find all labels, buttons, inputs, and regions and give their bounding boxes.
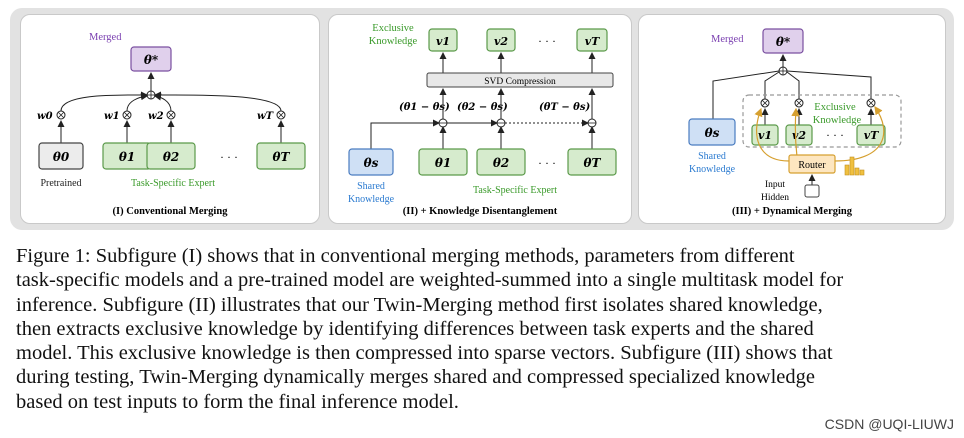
- expert-node-1: θ1: [435, 156, 451, 170]
- expert-node-T-box: [256, 142, 306, 170]
- shared-node-box: [348, 148, 394, 176]
- bar-chart-icon: [844, 156, 865, 176]
- expert-group-label: Task-Specific Expert: [131, 178, 215, 189]
- difference-T: (θT − θs): [539, 102, 590, 113]
- shared-node: θs: [705, 126, 720, 140]
- expert-node-T-box: [567, 148, 617, 176]
- panel3-diagram: Merged θ* θs Shared Knowledge Exclusive …: [688, 28, 902, 217]
- exclusive-label-line1: Exclusive: [814, 102, 856, 113]
- figure-caption: Figure 1: Subfigure (I) shows that in co…: [16, 244, 948, 414]
- merged-node: θ*: [144, 53, 159, 67]
- vector-T-box: [576, 28, 608, 52]
- vector-2: v2: [792, 129, 806, 142]
- shared-label-line1: Shared: [698, 151, 726, 162]
- caption-line: Figure 1: Subfigure (I) shows that in co…: [16, 245, 795, 267]
- watermark: CSDN @UQI-LIUWJ: [822, 416, 956, 432]
- merged-label: Merged: [711, 34, 744, 45]
- panel-title: (I) Conventional Merging: [113, 206, 229, 217]
- expert-node-1: θ1: [119, 150, 135, 164]
- vector-1: v1: [758, 129, 772, 142]
- minus-node-1-icon: [438, 118, 448, 128]
- shared-node: θs: [364, 156, 379, 170]
- merged-node-box: [762, 28, 804, 54]
- weight-wT-icon: [276, 110, 286, 120]
- minus-node-T-icon: [587, 118, 597, 128]
- input-label-line2: Hidden: [761, 193, 789, 203]
- ellipsis: · · ·: [220, 150, 238, 164]
- panel-conventional-merging: Merged θ*: [20, 14, 320, 224]
- weight-w1-icon: [122, 110, 132, 120]
- expert-group-label: Task-Specific Expert: [473, 185, 557, 196]
- expert-node-2: θ2: [163, 150, 179, 164]
- vector-T: vT: [585, 35, 600, 48]
- figure-frame: Merged θ*: [10, 8, 954, 230]
- exclusive-group-box: [742, 94, 902, 148]
- shared-node-box: [688, 118, 736, 146]
- expert-node-T: θT: [273, 150, 291, 164]
- caption-line: during testing, Twin-Merging dynamically…: [16, 366, 815, 389]
- panel1-diagram: Merged θ*: [37, 32, 306, 217]
- vector-2-box: [785, 124, 813, 146]
- exclusive-label-line2: Knowledge: [369, 36, 418, 47]
- pretrained-node: θ0: [53, 150, 70, 164]
- panel2-diagram: Exclusive Knowledge v1 v2 · · · vT SVD C…: [348, 23, 617, 217]
- weight-label-w1: w1: [104, 111, 120, 122]
- sum-node-icon: [778, 66, 788, 76]
- svd-compression-box: [426, 72, 614, 88]
- caption-line: based on test inputs to form the final i…: [16, 390, 459, 413]
- expert-node-2: θ2: [493, 156, 509, 170]
- minus-node-2-icon: [496, 118, 506, 128]
- vector-T-box: [856, 124, 886, 146]
- caption-line: then extracts exclusive knowledge by ide…: [16, 317, 814, 340]
- panel-title: (II) + Knowledge Disentanglement: [403, 206, 558, 217]
- caption-line: task-specific models and a pre-trained m…: [16, 269, 844, 292]
- vector-ellipsis: · · ·: [538, 34, 556, 48]
- multiply-node-2-icon: [794, 98, 804, 108]
- router-box: [788, 154, 836, 174]
- caption-line: inference. Subfigure (II) illustrates th…: [16, 293, 823, 316]
- expert-ellipsis: · · ·: [538, 156, 556, 170]
- expert-node-T: θT: [584, 156, 602, 170]
- input-hidden-box: [804, 184, 820, 198]
- vector-ellipsis: · · ·: [826, 128, 844, 142]
- vector-T: vT: [864, 129, 879, 142]
- shared-label-line2: Knowledge: [689, 164, 736, 175]
- multiply-node-1-icon: [760, 98, 770, 108]
- svd-compression-label: SVD Compression: [484, 77, 556, 87]
- weight-label-wT: wT: [257, 111, 275, 122]
- caption-line: model. This exclusive knowledge is then …: [16, 342, 833, 365]
- shared-label-line1: Shared: [357, 181, 385, 192]
- difference-2: (θ2 − θs): [457, 102, 508, 113]
- panel-title: (III) + Dynamical Merging: [732, 206, 853, 217]
- vector-2: v2: [494, 35, 508, 48]
- vector-2-box: [486, 28, 516, 52]
- exclusive-label-line1: Exclusive: [372, 23, 414, 34]
- weight-label-w2: w2: [148, 111, 164, 122]
- expert-node-2-box: [146, 142, 196, 170]
- merged-node: θ*: [776, 35, 791, 49]
- multiply-node-T-icon: [866, 98, 876, 108]
- weight-label-w0: w0: [37, 111, 53, 122]
- vector-1-box: [751, 124, 779, 146]
- weight-w2-icon: [166, 110, 176, 120]
- vector-1: v1: [436, 35, 450, 48]
- merged-label: Merged: [89, 32, 122, 43]
- router-label: Router: [798, 160, 826, 171]
- expert-node-1-box: [418, 148, 468, 176]
- pretrained-node-box: [38, 142, 84, 170]
- difference-1: (θ1 − θs): [399, 102, 450, 113]
- merged-node-box: [130, 46, 172, 72]
- input-label-line1: Input: [765, 180, 785, 190]
- weight-w0-icon: [56, 110, 66, 120]
- pretrained-label: Pretrained: [40, 178, 81, 189]
- shared-label-line2: Knowledge: [348, 194, 395, 205]
- panel-knowledge-disentanglement: Exclusive Knowledge v1 v2 · · · vT SVD C…: [328, 14, 632, 224]
- vector-1-box: [428, 28, 458, 52]
- expert-node-2-box: [476, 148, 526, 176]
- exclusive-label-line2: Knowledge: [813, 115, 862, 126]
- panel-dynamical-merging: Merged θ* θs Shared Knowledge Exclusive …: [638, 14, 946, 224]
